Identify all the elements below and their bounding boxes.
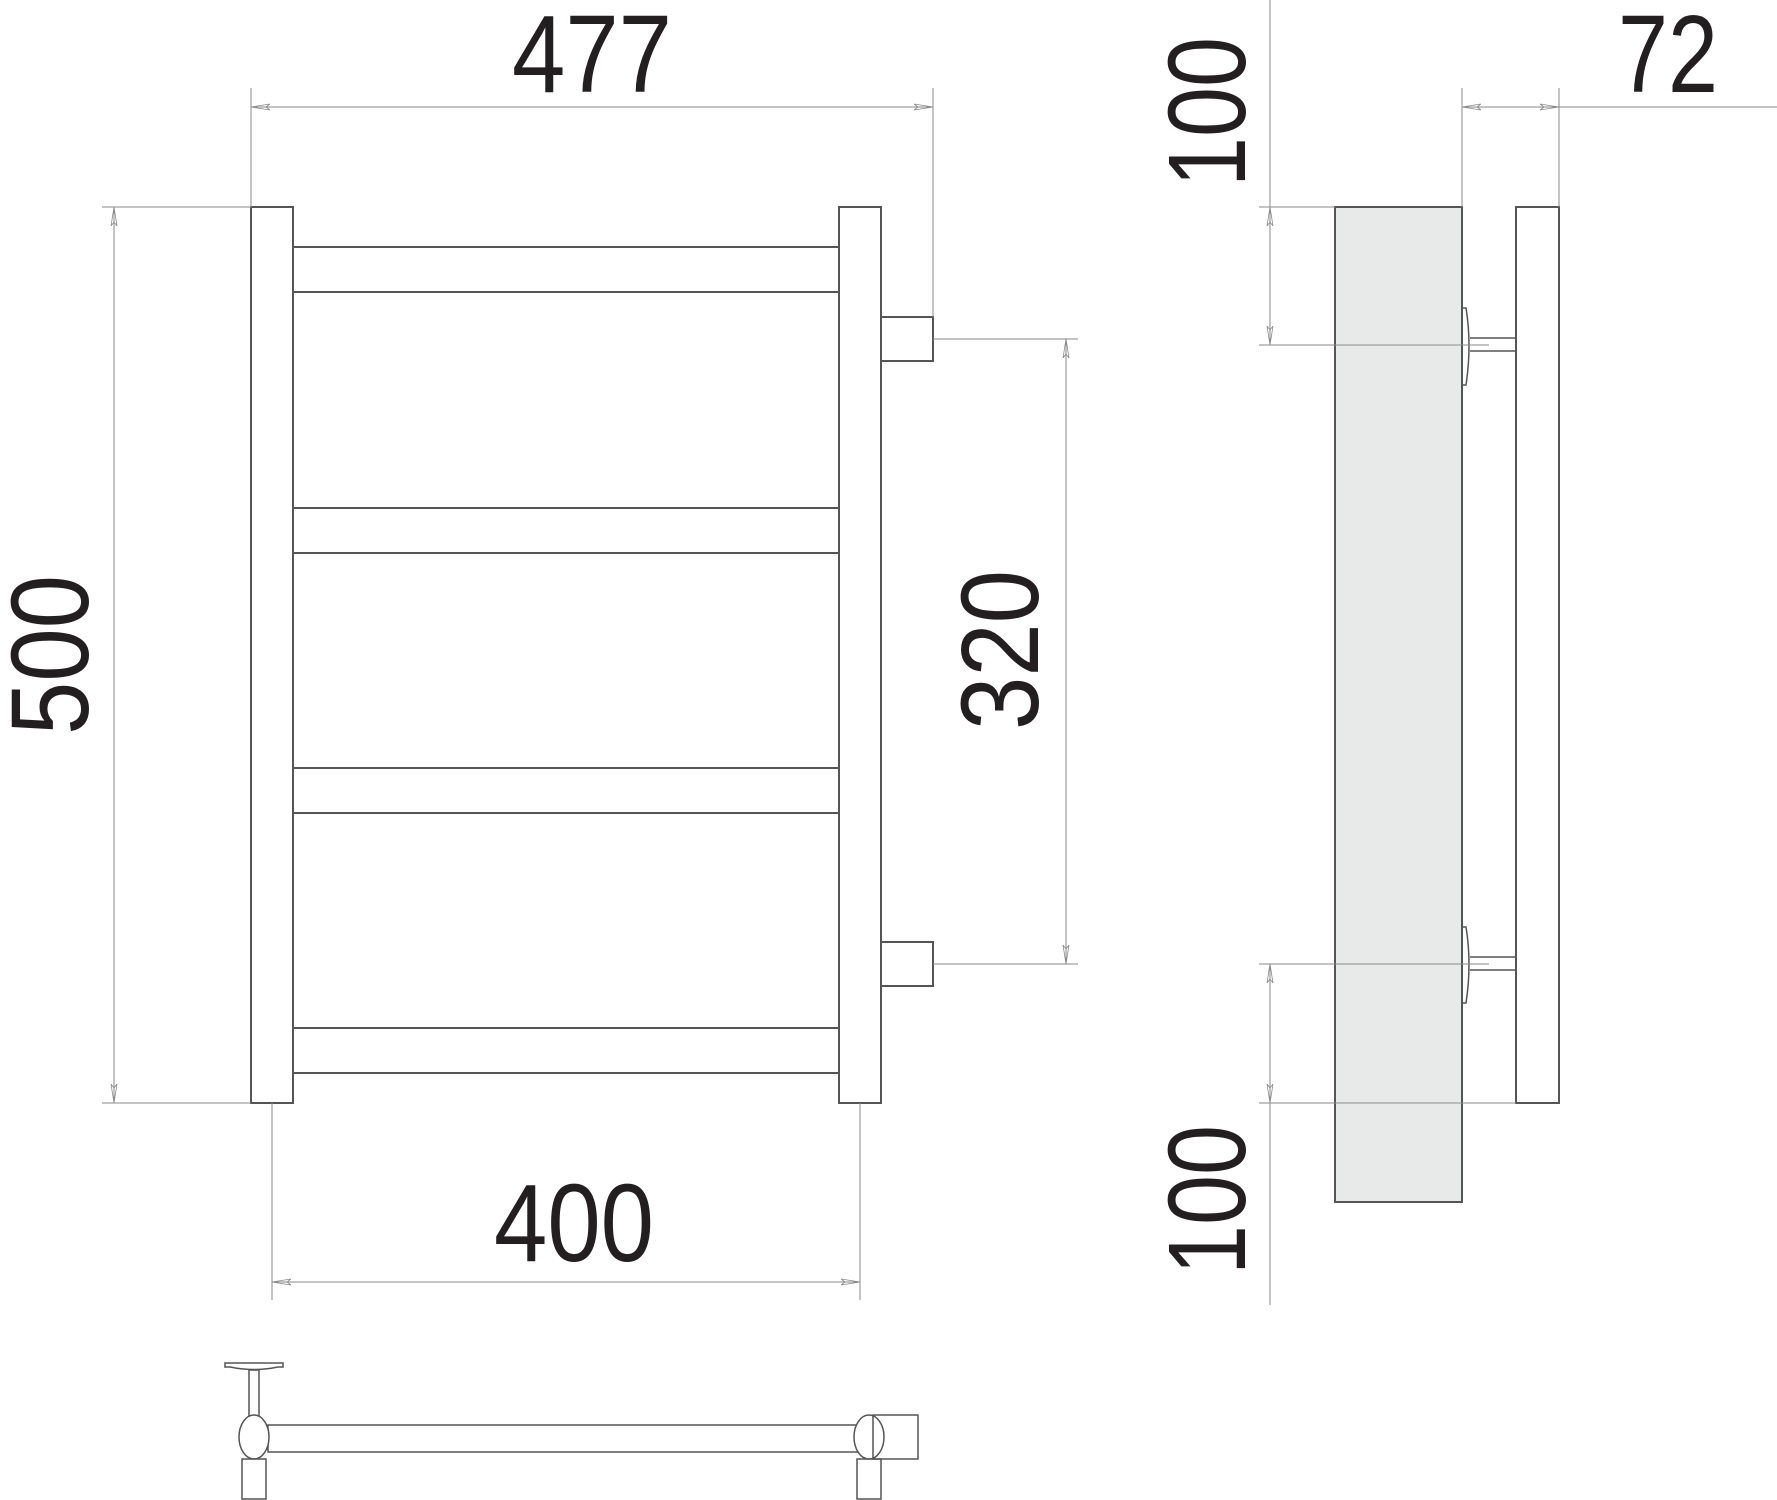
crossbar-2 xyxy=(292,507,840,554)
right-joint xyxy=(853,1414,885,1460)
top-view xyxy=(224,1362,919,1500)
crossbar-1 xyxy=(292,246,840,293)
wall-mount-top xyxy=(1462,307,1516,386)
wall-mount-bottom xyxy=(1462,926,1516,1004)
wall-section xyxy=(1334,206,1463,1203)
right-stub xyxy=(872,1414,919,1460)
dim-inlet-spacing: 320 xyxy=(939,570,1062,730)
dim-depth: 72 xyxy=(1618,0,1718,116)
dim-height: 500 xyxy=(0,575,112,735)
right-foot xyxy=(856,1458,882,1500)
crossbar-4 xyxy=(292,1027,840,1074)
left-foot xyxy=(241,1458,267,1500)
front-view xyxy=(250,206,934,1104)
upright-profile xyxy=(1515,206,1560,1104)
dim-bottom-offset: 100 xyxy=(1146,1125,1269,1275)
front-dimensions xyxy=(102,88,1078,1300)
left-upright xyxy=(250,206,294,1104)
left-joint xyxy=(238,1414,270,1460)
wall-bracket-plate xyxy=(224,1362,284,1371)
connection-stub-top xyxy=(880,316,934,362)
dim-overall-width: 477 xyxy=(512,0,672,116)
side-dimensions xyxy=(1259,0,1777,1305)
right-upright xyxy=(838,206,882,1104)
side-view xyxy=(1334,206,1560,1203)
bracket-stem xyxy=(248,1369,260,1417)
dim-bar-span: 400 xyxy=(494,1162,654,1285)
crossbar-3 xyxy=(292,767,840,814)
connection-stub-bottom xyxy=(880,941,934,987)
top-rail xyxy=(267,1424,869,1453)
dim-top-offset: 100 xyxy=(1146,37,1269,187)
